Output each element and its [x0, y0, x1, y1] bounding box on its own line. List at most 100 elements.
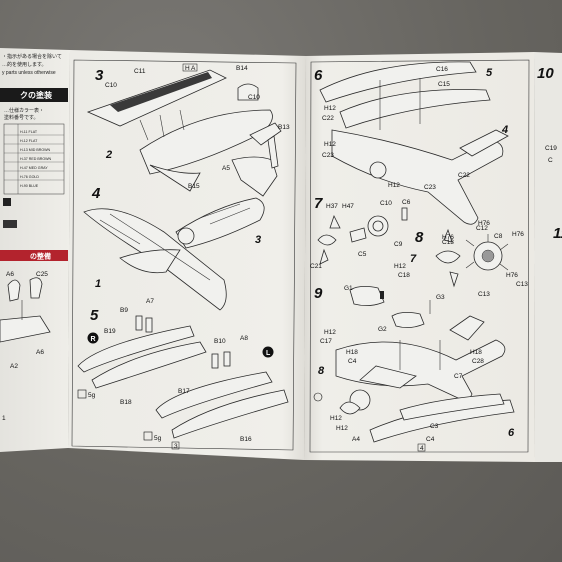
part-label-b13: B13	[278, 124, 290, 131]
part-label-c17: C17	[320, 338, 332, 345]
right-marker: R	[91, 336, 96, 343]
part-label-b17: B17	[178, 388, 190, 395]
part-label-g1: G1	[344, 285, 353, 292]
header-line-1: ・指示がある場合を除いて	[2, 53, 62, 60]
color-header-bar	[0, 88, 68, 102]
part-label-b10: B10	[214, 338, 226, 345]
part-label-c16: C16	[436, 66, 448, 73]
sub-step-3: 3	[255, 234, 261, 246]
paint-h18-2: H18	[470, 349, 482, 356]
part-label-b14: B14	[236, 65, 248, 72]
part-label-a2: A2	[10, 363, 18, 370]
part-label-c13: C13	[442, 239, 454, 246]
paint-table: H-11 FLAT H-12 FLAT H-13 MID BROWN H-37 …	[3, 123, 65, 195]
paint-code-a: A	[191, 65, 196, 72]
part-label-c25: C25	[36, 271, 48, 278]
right-panel-content: 6 7 8 9 C16 5 C15 C22 C23 C22 C23 4 H12 …	[310, 61, 528, 452]
part-label-c13-c: C13	[478, 291, 490, 298]
part-label-a8: A8	[240, 335, 248, 342]
step-number-7: 7	[314, 195, 323, 212]
step3-fuselage-drawing	[86, 69, 282, 197]
part-label-c6: C6	[402, 199, 411, 206]
assembly-bar-title: の整備	[30, 252, 51, 261]
part-label-g3: G3	[436, 294, 445, 301]
step-number-3: 3	[95, 67, 104, 84]
left-panel-content: ・指示がある場合を除いて …的を使用します。 y parts unless ot…	[0, 53, 68, 422]
decal-icon	[3, 198, 11, 206]
paint-h37: H37	[326, 203, 338, 210]
sub-step-7: 7	[410, 253, 417, 265]
step5-floats-drawing	[77, 315, 289, 439]
paint-row-6: H-76 GOLD	[20, 175, 39, 179]
paint-h47: H47	[342, 203, 354, 210]
part-label-g2: G2	[378, 326, 387, 333]
weight-label-2: 5g	[154, 435, 162, 442]
step-number-5: 5	[90, 307, 99, 324]
part-label-a7: A7	[146, 298, 154, 305]
paint-h12-7: H12	[336, 425, 348, 432]
color-bar-title: クの塗装	[20, 90, 52, 100]
far-right-panel-content: 10 C19 C 11	[537, 65, 562, 242]
paint-row-5: H-47 MED GRAY	[20, 166, 48, 170]
step-number-9: 9	[314, 285, 323, 302]
paint-code-h: H	[185, 65, 190, 72]
sub-step-4: 4	[501, 124, 508, 136]
part-label-c15: C15	[438, 81, 450, 88]
paint-h76-3: H76	[512, 231, 524, 238]
part-label-b19: B19	[104, 328, 116, 335]
part-label-c5: C5	[358, 251, 367, 258]
paint-h12-2: H12	[324, 141, 336, 148]
part-label-a5: A5	[222, 165, 230, 172]
paint-h76-1: H76	[442, 234, 454, 241]
left-marker: L	[266, 350, 271, 357]
paint-h12-6: H12	[330, 415, 342, 422]
part-label-c10-r: C10	[380, 200, 392, 207]
part-label-b9: B9	[120, 307, 128, 314]
part-label-c13-b: C13	[516, 281, 528, 288]
paint-row-4: H-37 RED BROWN	[20, 157, 52, 161]
part-label-c18: C18	[398, 272, 410, 279]
part-label-c9: C9	[394, 241, 403, 248]
header-line-2: …的を使用します。	[2, 61, 47, 68]
part-label-c10-top: C10	[105, 82, 117, 89]
paint-row-1: H-11 FLAT	[20, 130, 38, 134]
part-label-b16: B16	[240, 436, 252, 443]
paint-h76-4: H76	[506, 272, 518, 279]
sub-step-5: 5	[486, 67, 493, 79]
sub-step-2: 2	[105, 149, 112, 161]
part-label-c19: C19	[545, 145, 557, 152]
part-label-c22-b: C22	[458, 172, 470, 179]
part-label-c22: C22	[322, 115, 334, 122]
step6-aircraft-drawing	[319, 61, 509, 225]
part-label-c7: C7	[454, 373, 463, 380]
part-label-c3: C3	[430, 423, 439, 430]
paint-h76-2: H76	[478, 220, 490, 227]
part-label-c10: C10	[248, 94, 260, 101]
marking-icon	[3, 220, 17, 228]
part-label-c8: C8	[494, 233, 503, 240]
sub-step-8: 8	[318, 365, 325, 377]
part-label-c11: C11	[134, 68, 146, 75]
header-line-3: y parts unless otherwise	[2, 70, 56, 76]
part-label-c23: C23	[322, 152, 334, 159]
step-number-10: 10	[537, 65, 554, 82]
step9-final-drawing	[335, 286, 515, 443]
color-bar-subtitle-1: …仕様カラー表・	[4, 107, 44, 114]
sub-step-1: 1	[95, 278, 101, 290]
part-label-c4-b: C4	[426, 436, 435, 443]
step8-engine-drawing	[435, 228, 509, 288]
part-label-c23-b: C23	[424, 184, 436, 191]
step-number-8: 8	[415, 229, 424, 246]
part-label-a4: A4	[352, 436, 360, 443]
paint-h12-5: H12	[324, 329, 336, 336]
part-label-a6: A6	[36, 349, 44, 356]
paint-row-7: H-90 BLUE	[20, 184, 39, 188]
paint-h12-1: H12	[324, 105, 336, 112]
step-number-4: 4	[91, 185, 101, 202]
part-label-c: C	[548, 157, 553, 164]
step7-propeller-drawing	[317, 207, 408, 265]
part-label-b18: B18	[120, 399, 132, 406]
part-label-c21: C21	[310, 263, 322, 270]
